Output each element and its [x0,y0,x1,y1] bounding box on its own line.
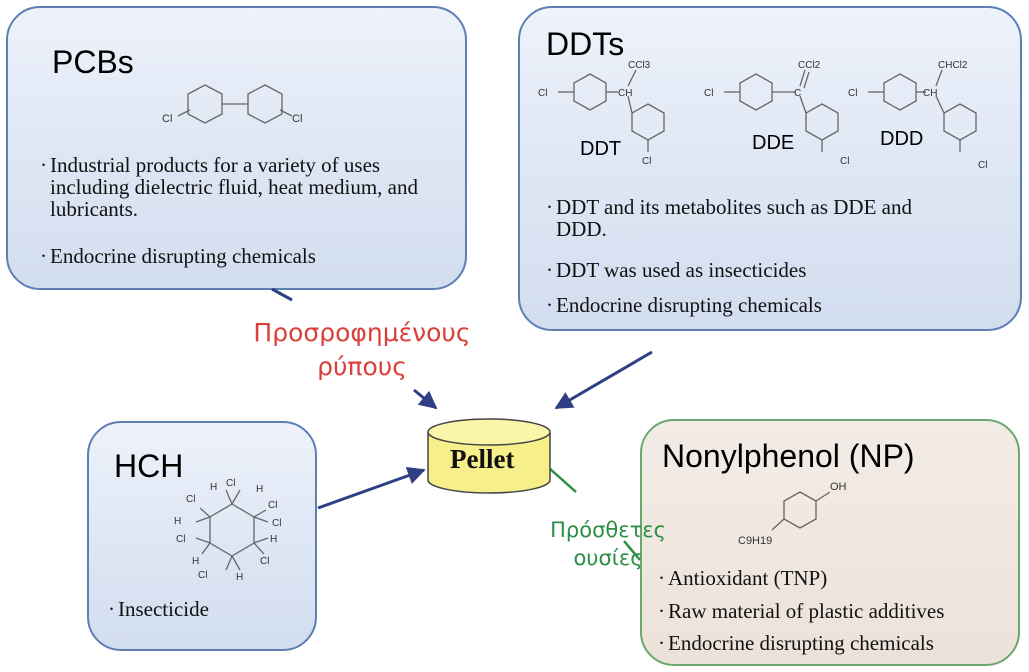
ddt-cl-1: Cl [538,88,547,99]
np-bullet-1: ·Antioxidant (TNP) [658,566,828,590]
ddd-chcl2: CHCl2 [938,60,968,71]
ddts-bullet-2: ·DDT was used as insecticides [546,258,807,282]
pcbs-title: PCBs [52,44,134,80]
hch-box [87,421,317,651]
sorbed-line-1: Προσροφημένους [253,318,471,347]
ddts-bullet-3: ·Endocrine disrupting chemicals [546,293,822,317]
arrow-hch-to-pellet [317,466,426,510]
pellet-label: Pellet [450,444,515,474]
hch-h-5: H [192,556,199,567]
hch-cl-2: Cl [226,478,235,489]
pcb-structure: Cl Cl [162,84,302,125]
hch-cl-1: Cl [186,494,195,505]
np-bullet-2: ·Raw material of plastic additives [658,599,945,623]
arrow-pcbs-to-pellet [413,388,438,410]
hch-h-4: H [270,534,277,545]
np-bullet-3: ·Endocrine disrupting chemicals [658,631,934,655]
ddts-title: DDTs [546,26,625,62]
hch-structure: Cl H Cl H Cl H Cl Cl H H Cl H Cl [174,478,281,583]
arrow-ddts-to-pellet [554,350,653,410]
pcb-cl-right: Cl [292,113,302,125]
dde-cl-1: Cl [704,88,713,99]
pcbs-bullet-1: ·Industrial products for a variety of us… [40,153,418,221]
pcbs-bullet-2: ·Endocrine disrupting chemicals [40,244,316,268]
hch-bullet-1: ·Insecticide [108,597,209,621]
hch-h-2: H [256,484,263,495]
hch-cl-6: Cl [198,570,207,581]
np-oh: OH [830,481,847,493]
dde-cl-2: Cl [840,156,849,167]
np-structure: OH C9H19 [738,481,847,547]
np-chain: C9H19 [738,535,772,547]
ddd-ch: CH [923,88,937,99]
hch-h-6: H [236,572,243,583]
ddd-label: DDD [880,128,924,150]
pcbs-box [6,6,467,290]
hch-cl-5: Cl [176,534,185,545]
additives-line-2: ουσίες [573,546,643,570]
ddt-label: DDT [580,138,622,160]
sorbed-pollutants-label: Προσροφημένους ρύπους [236,316,488,384]
ddts-bullet-1: ·DDT and its metabolites such as DDE and… [546,195,912,241]
hch-title: HCH [114,448,184,484]
hch-h-1: H [210,482,217,493]
dde-ccl2: CCl2 [798,60,821,71]
additives-line-1: Πρόσθετες [550,518,666,542]
line-additives-to-np [623,540,641,561]
np-box [640,419,1020,666]
dde-label: DDE [752,132,795,154]
ddts-box [518,6,1022,331]
ddt-cl-2: Cl [642,156,651,167]
ddd-cl-2: Cl [978,160,987,171]
hch-cl-3: Cl [268,500,277,511]
arrow-pcbs-to-pellet-top [271,287,293,302]
ddt-ccl3: CCl3 [628,60,651,71]
pellet-cylinder [427,418,551,494]
dde-c: C [794,88,801,99]
hch-cl-4: Cl [272,518,281,529]
np-title: Nonylphenol (NP) [662,438,915,474]
additives-label: Πρόσθετες ουσίες [528,516,688,572]
sorbed-line-2: ρύπους [317,352,407,381]
hch-cl-7: Cl [260,556,269,567]
hch-h-3: H [174,516,181,527]
ddt-structures: Cl CH CCl3 Cl Cl C CCl2 Cl Cl CH CHCl2 C… [538,60,987,171]
ddd-cl-1: Cl [848,88,857,99]
ddt-ch: CH [618,88,632,99]
pcb-cl-left: Cl [162,113,172,125]
